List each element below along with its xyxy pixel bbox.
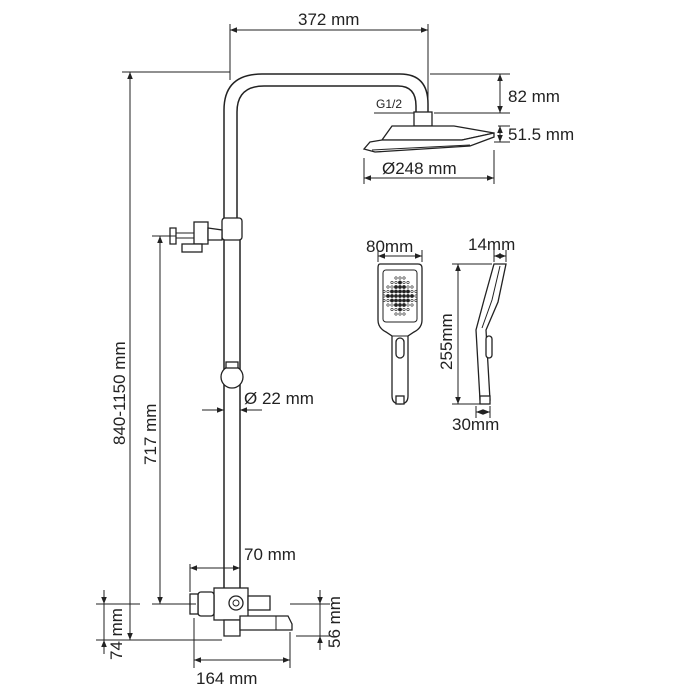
nozzle-dot <box>406 294 410 298</box>
dim-mixer-height: 74 mm <box>107 608 126 660</box>
nozzle-dot <box>410 289 414 293</box>
nozzle-dot <box>398 312 402 316</box>
nozzle-dot <box>382 294 386 298</box>
telescopic-joint <box>221 217 243 241</box>
upper-pipe <box>223 73 429 228</box>
nozzle-dot <box>390 289 394 294</box>
dim-hand-length: 255mm <box>437 313 456 370</box>
nozzle-dot <box>390 294 394 298</box>
nozzle-dot <box>402 285 406 289</box>
nozzle-grid <box>382 276 418 316</box>
nozzle-dot <box>402 289 406 294</box>
nozzle-dot <box>398 280 402 285</box>
nozzle-dot <box>402 276 406 280</box>
nozzle-dot <box>406 298 410 303</box>
nozzle-dot <box>398 276 402 280</box>
nozzle-dot <box>402 303 406 307</box>
nozzle-dot <box>406 289 410 294</box>
wall-bracket <box>169 221 223 253</box>
dim-spout-width: 164 mm <box>196 669 257 688</box>
nozzle-dot <box>386 294 390 298</box>
nozzle-dot <box>410 285 414 289</box>
nozzle-dot <box>382 298 386 302</box>
nozzle-dot <box>382 289 386 293</box>
nozzle-dot <box>390 298 394 303</box>
dim-head-diameter: Ø248 mm <box>382 159 457 178</box>
slide-holder <box>220 361 244 389</box>
nozzle-dot <box>402 312 406 316</box>
dim-rail-height: 717 mm <box>141 404 160 465</box>
nozzle-dot <box>406 285 410 289</box>
nozzle-dot <box>406 307 410 311</box>
nozzle-dot <box>390 303 394 307</box>
nozzle-dot <box>402 294 406 298</box>
thermostatic-mixer <box>189 587 293 637</box>
hand-shower-front <box>377 263 423 405</box>
nozzle-dot <box>414 294 418 298</box>
nozzle-dot <box>386 289 390 293</box>
nozzle-dot <box>398 298 402 303</box>
nozzle-dot <box>414 289 418 293</box>
nozzle-dot <box>410 294 414 298</box>
dim-spout-height: 56 mm <box>325 596 344 648</box>
nozzle-dot <box>394 280 398 284</box>
dim-arm-length: 372 mm <box>298 10 359 29</box>
nozzle-dot <box>394 285 398 289</box>
dim-hand-width: 80mm <box>366 237 413 256</box>
nozzle-dot <box>394 303 398 307</box>
nozzle-dot <box>390 307 394 311</box>
nozzle-dot <box>398 285 402 289</box>
upper-pipe-inner <box>236 85 417 228</box>
nozzle-dot <box>386 285 390 289</box>
nozzle-dot <box>394 312 398 316</box>
nozzle-dot <box>394 307 398 311</box>
nozzle-dot <box>398 289 402 294</box>
nozzle-dot <box>390 285 394 289</box>
nozzle-dot <box>402 298 406 303</box>
nozzle-dot <box>398 303 402 307</box>
dim-pipe-diameter: Ø 22 mm <box>244 389 314 408</box>
dim-head-offset: 82 mm <box>508 87 560 106</box>
nozzle-dot <box>402 280 406 284</box>
nozzle-dot <box>394 289 398 294</box>
dim-total-height: 840-1150 mm <box>110 341 129 445</box>
dim-head-thickness: 51.5 mm <box>508 125 574 144</box>
nozzle-dot <box>402 307 406 311</box>
dim-hand-depth: 14mm <box>468 235 515 254</box>
nozzle-dot <box>398 307 402 312</box>
nozzle-dot <box>406 280 410 284</box>
nozzle-dot <box>410 298 414 302</box>
nozzle-dot <box>410 303 414 307</box>
nozzle-dot <box>394 294 398 298</box>
rain-shower-head <box>362 111 495 153</box>
nozzle-dot <box>394 298 398 303</box>
nozzle-dot <box>414 298 418 302</box>
shower-column <box>221 73 429 588</box>
nozzle-dot <box>386 303 390 307</box>
dim-hand-base: 30mm <box>452 415 499 434</box>
nozzle-dot <box>390 280 394 284</box>
dim-thread: G1/2 <box>376 97 402 111</box>
nozzle-dot <box>394 276 398 280</box>
dim-mixer-offset: 70 mm <box>244 545 296 564</box>
hand-shower-side <box>475 263 507 405</box>
nozzle-dot <box>406 303 410 307</box>
nozzle-dot <box>386 298 390 302</box>
nozzle-dot <box>398 294 402 298</box>
